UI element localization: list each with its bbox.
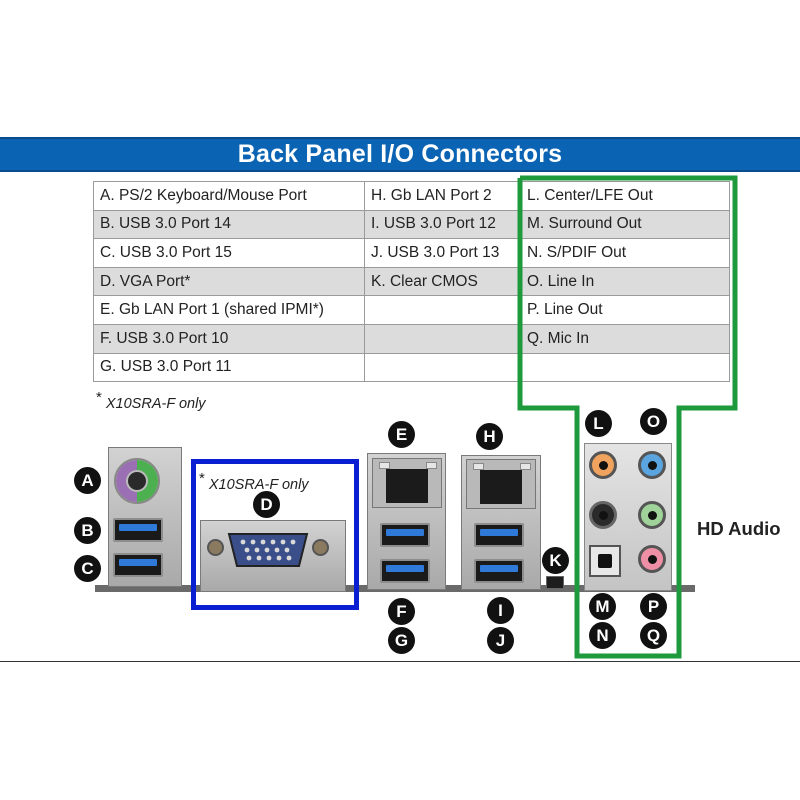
- marker-d: D: [253, 491, 280, 518]
- lan-port-2: [466, 459, 536, 509]
- legend-cell: L. Center/LFE Out: [520, 181, 730, 211]
- audio-jack-center-lfe: [589, 451, 617, 479]
- marker-g: G: [388, 627, 415, 654]
- vga-note-star: *: [199, 470, 205, 487]
- audio-jack-line-out: [638, 501, 666, 529]
- legend-cell: O. Line In: [520, 266, 730, 297]
- marker-f: F: [388, 598, 415, 625]
- legend-cell: A. PS/2 Keyboard/Mouse Port: [93, 181, 365, 211]
- marker-m: M: [589, 593, 616, 620]
- audio-jack-line-in: [638, 451, 666, 479]
- usb3-port-15: [113, 553, 163, 577]
- marker-q: Q: [640, 622, 667, 649]
- audio-jack-mic-in: [638, 545, 666, 573]
- usb3-port-11: [380, 559, 430, 583]
- marker-o: O: [640, 408, 667, 435]
- legend-cell: B. USB 3.0 Port 14: [93, 209, 365, 240]
- marker-l: L: [585, 410, 612, 437]
- bottom-divider: [0, 661, 800, 662]
- usb3-port-13: [474, 559, 524, 583]
- legend-row: E. Gb LAN Port 1 (shared IPMI*) P. Line O…: [93, 295, 730, 325]
- legend-cell: M. Surround Out: [520, 209, 730, 240]
- legend-cell: Q. Mic In: [520, 323, 730, 354]
- marker-j: J: [487, 627, 514, 654]
- legend-cell: J. USB 3.0 Port 13: [364, 238, 521, 268]
- marker-e: E: [388, 421, 415, 448]
- legend-cell: C. USB 3.0 Port 15: [93, 238, 365, 268]
- page-title: Back Panel I/O Connectors: [237, 140, 563, 168]
- footnote-star: *: [96, 389, 102, 406]
- audio-jack-surround: [589, 501, 617, 529]
- marker-c: C: [74, 555, 101, 582]
- marker-i: I: [487, 597, 514, 624]
- footnote-text: X10SRA-F only: [105, 395, 206, 412]
- marker-a: A: [74, 467, 101, 494]
- marker-n: N: [589, 622, 616, 649]
- legend-cell: G. USB 3.0 Port 11: [93, 352, 365, 383]
- marker-b: B: [74, 517, 101, 544]
- legend-cell: K. Clear CMOS: [364, 266, 521, 297]
- legend-cell: [364, 295, 521, 325]
- marker-k: K: [542, 547, 569, 574]
- legend-row: G. USB 3.0 Port 11: [93, 352, 730, 383]
- vga-highlight-box: [191, 459, 359, 610]
- spdif-port: [589, 545, 621, 577]
- legend-cell: P. Line Out: [520, 295, 730, 325]
- legend-cell: F. USB 3.0 Port 10: [93, 323, 365, 354]
- lan-port-1: [372, 458, 442, 508]
- usb3-port-12: [474, 523, 524, 547]
- legend-cell: I. USB 3.0 Port 12: [364, 209, 521, 240]
- vga-port: [227, 533, 309, 567]
- legend-cell: [520, 352, 730, 383]
- vga-screw-right: [312, 539, 329, 556]
- legend-cell: D. VGA Port*: [93, 266, 365, 297]
- footnote: * X10SRA-F only: [96, 389, 206, 412]
- vga-note-text: X10SRA-F only: [208, 476, 309, 493]
- legend-cell: [364, 323, 521, 354]
- usb3-port-10: [380, 523, 430, 547]
- marker-p: P: [640, 593, 667, 620]
- clear-cmos-button: [546, 576, 564, 589]
- vga-screw-left: [207, 539, 224, 556]
- legend-cell: H. Gb LAN Port 2: [364, 181, 521, 211]
- legend-cell: N. S/PDIF Out: [520, 238, 730, 268]
- title-bar: Back Panel I/O Connectors: [0, 137, 800, 172]
- legend-row: F. USB 3.0 Port 10 Q. Mic In: [93, 323, 730, 354]
- usb3-port-14: [113, 518, 163, 542]
- hd-audio-label: HD Audio: [697, 518, 781, 539]
- legend-cell: E. Gb LAN Port 1 (shared IPMI*): [93, 295, 365, 325]
- ps2-port: [114, 458, 160, 504]
- marker-h: H: [476, 423, 503, 450]
- vga-note: * X10SRA-F only: [199, 470, 309, 493]
- legend-cell: [364, 352, 521, 383]
